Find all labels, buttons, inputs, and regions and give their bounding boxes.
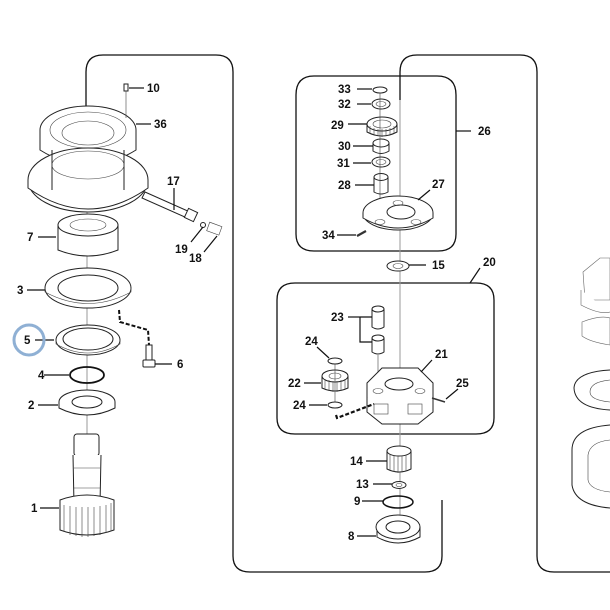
group-frame-left [85, 54, 443, 573]
part-18-fitting [206, 221, 223, 236]
callout-19[interactable]: 19 [175, 244, 188, 256]
callout-2[interactable]: 2 [28, 400, 34, 412]
part-1-pinion-shaft [59, 433, 115, 537]
callout-22[interactable]: 22 [288, 378, 301, 390]
group-frame-right [399, 54, 610, 573]
part-10-plug [123, 83, 129, 92]
part-ghost-hydraulic-motor [580, 257, 610, 346]
part-32-washer [371, 98, 391, 110]
subassembly-box-20 [276, 282, 495, 435]
callout-25[interactable]: 25 [456, 378, 469, 390]
callout-31[interactable]: 31 [337, 158, 350, 170]
leader-lines [27, 87, 481, 537]
part-17-bolt [141, 191, 199, 223]
part-29-pin [373, 173, 389, 195]
part-6-bolt [142, 344, 156, 368]
part-7-bearing [57, 213, 119, 257]
callout-13[interactable]: 13 [356, 479, 369, 491]
callout-36[interactable]: 36 [154, 119, 167, 131]
callout-14[interactable]: 14 [350, 456, 363, 468]
part-15-washer [386, 260, 410, 272]
callout-3[interactable]: 3 [17, 285, 23, 297]
callout-24-bottom[interactable]: 24 [293, 400, 306, 412]
callout-8[interactable]: 8 [348, 531, 355, 543]
subassembly-box-26 [295, 75, 457, 252]
callout-9[interactable]: 9 [354, 496, 360, 508]
callout-21[interactable]: 21 [435, 349, 448, 361]
callout-33[interactable]: 33 [338, 84, 351, 96]
callout-27[interactable]: 27 [432, 179, 445, 191]
part-14-sun-gear [386, 445, 412, 473]
callout-4[interactable]: 4 [38, 370, 45, 382]
callout-29[interactable]: 28 [338, 180, 351, 192]
part-33 [372, 86, 388, 94]
part-ghost-flange-ring [573, 369, 610, 411]
part-19-washer [200, 222, 206, 228]
part-30-bushing [372, 138, 390, 154]
callout-17[interactable]: 17 [167, 176, 180, 188]
callout-1[interactable]: 1 [31, 503, 38, 515]
highlight-circle [12, 323, 46, 357]
callout-15[interactable]: 15 [432, 260, 445, 272]
callout-34[interactable]: 34 [322, 230, 335, 242]
callout-26[interactable]: 26 [478, 126, 491, 138]
part-4-oring [69, 366, 105, 384]
part-housing-flange [27, 147, 149, 213]
callout-18[interactable]: 18 [189, 253, 202, 265]
part-13-washer [391, 481, 407, 489]
callout-24-top[interactable]: 24 [305, 336, 318, 348]
part-25-pin [431, 397, 446, 403]
part-24-washer-bottom [327, 401, 343, 409]
part-3-flange-ring [44, 267, 132, 309]
part-9-snap-ring [382, 495, 414, 509]
part-ghost-ring-gear [571, 424, 610, 509]
part-23-pins [371, 305, 385, 392]
leader-dashed-22 [334, 402, 375, 420]
callout-6[interactable]: 6 [177, 359, 183, 371]
part-21-planet-carrier [366, 367, 434, 425]
callout-30[interactable]: 30 [338, 141, 351, 153]
part-8-bearing [375, 514, 421, 544]
part-24-washer-top [327, 357, 343, 365]
part-27-carrier [362, 195, 434, 231]
callout-32[interactable]: 32 [338, 99, 351, 111]
callout-5[interactable]: 5 [24, 335, 31, 347]
part-31-washer [371, 156, 391, 168]
leader-dashed-6 [118, 309, 150, 346]
callout-28[interactable]: 29 [331, 120, 344, 132]
part-28-gear [366, 116, 398, 137]
callout-20[interactable]: 20 [483, 257, 496, 269]
callout-7[interactable]: 7 [27, 232, 33, 244]
callout-labels: 10 36 17 19 18 7 3 5 6 4 2 1 33 32 29 30… [17, 83, 496, 543]
part-34-pin [356, 230, 367, 237]
callout-10[interactable]: 10 [147, 83, 160, 95]
part-5-seal [55, 324, 121, 356]
part-2-seal [58, 389, 116, 416]
callout-23[interactable]: 23 [331, 312, 344, 324]
